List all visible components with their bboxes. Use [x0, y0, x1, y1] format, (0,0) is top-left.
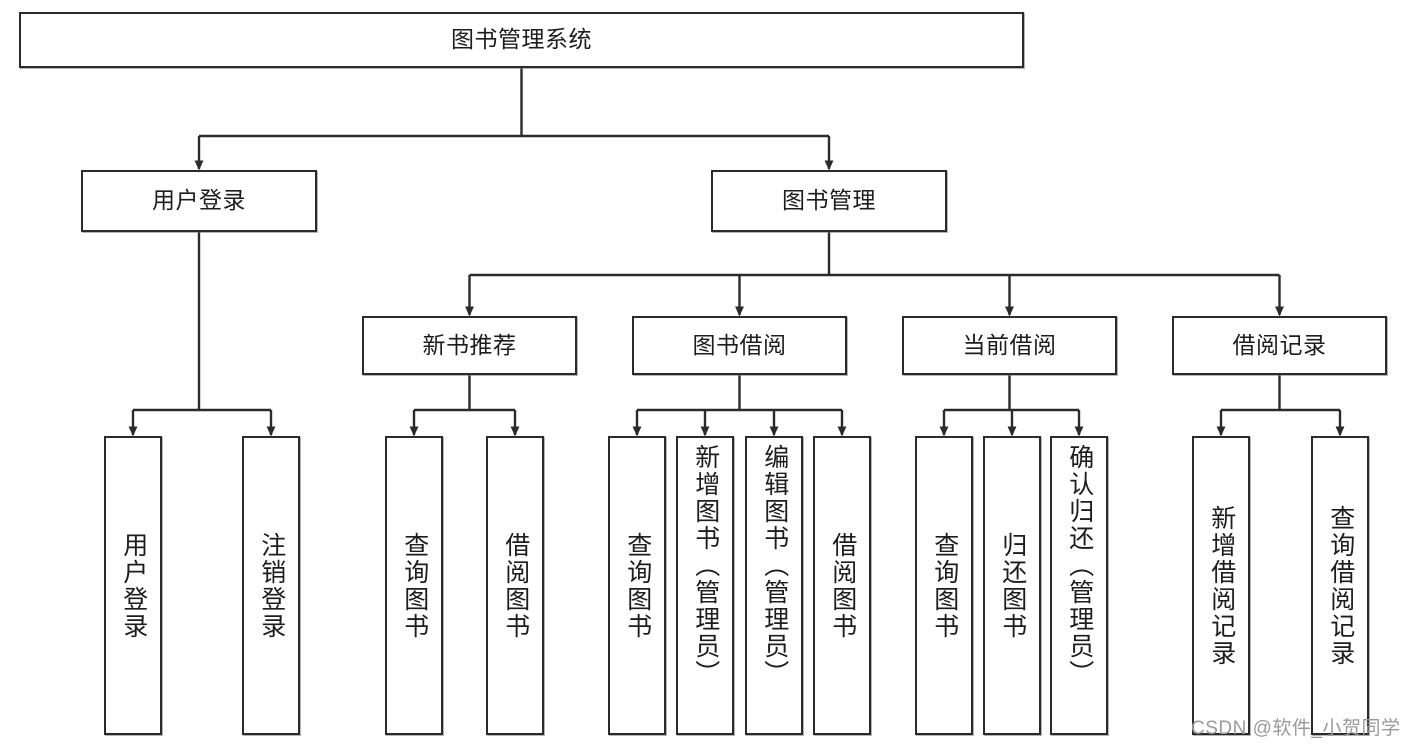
node-l1_0[interactable]: 用户登录 — [81, 170, 317, 232]
node-label: 新增图书（管理员） — [691, 444, 720, 687]
node-leaf_7[interactable]: 借阅图书 — [813, 436, 871, 735]
node-l2_0[interactable]: 新书推荐 — [362, 316, 577, 375]
node-label: 借阅图书 — [501, 531, 530, 640]
node-label: 图书借阅 — [692, 331, 787, 358]
node-label: 图书管理 — [782, 187, 876, 214]
node-label: 查询图书 — [623, 531, 652, 640]
node-label: 用户登录 — [119, 531, 148, 640]
node-label: 当前借阅 — [962, 331, 1057, 358]
node-label: 注销登录 — [257, 531, 286, 640]
csdn-watermark: CSDN @软件_小贺同学 — [1191, 718, 1401, 739]
node-leaf_1[interactable]: 注销登录 — [242, 436, 300, 735]
node-leaf_12[interactable]: 查询借阅记录 — [1311, 436, 1369, 735]
node-l2_3[interactable]: 借阅记录 — [1172, 316, 1387, 375]
node-l2_2[interactable]: 当前借阅 — [902, 316, 1117, 375]
node-leaf_8[interactable]: 查询图书 — [915, 436, 973, 735]
node-label: 借阅记录 — [1232, 331, 1327, 358]
node-leaf_6[interactable]: 编辑图书（管理员） — [745, 436, 803, 735]
node-label: 查询图书 — [400, 531, 429, 640]
node-label: 查询图书 — [930, 531, 959, 640]
node-label: 确认归还（管理员） — [1065, 444, 1094, 687]
node-leaf_11[interactable]: 新增借阅记录 — [1192, 436, 1250, 735]
node-label: 借阅图书 — [828, 531, 857, 640]
node-leaf_9[interactable]: 归还图书 — [983, 436, 1041, 735]
node-label: 用户登录 — [152, 187, 246, 214]
node-leaf_10[interactable]: 确认归还（管理员） — [1050, 436, 1108, 735]
node-leaf_3[interactable]: 借阅图书 — [486, 436, 544, 735]
node-label: 归还图书 — [998, 531, 1027, 640]
node-label: 新增借阅记录 — [1207, 504, 1236, 667]
node-leaf_0[interactable]: 用户登录 — [104, 436, 162, 735]
node-label: 编辑图书（管理员） — [760, 444, 789, 687]
node-label: 图书管理系统 — [451, 26, 592, 53]
node-l1_1[interactable]: 图书管理 — [711, 170, 947, 232]
node-label: 查询借阅记录 — [1326, 504, 1355, 667]
node-root[interactable]: 图书管理系统 — [19, 12, 1024, 68]
node-leaf_4[interactable]: 查询图书 — [608, 436, 666, 735]
node-l2_1[interactable]: 图书借阅 — [632, 316, 847, 375]
node-leaf_2[interactable]: 查询图书 — [385, 436, 443, 735]
node-label: 新书推荐 — [422, 331, 517, 358]
node-leaf_5[interactable]: 新增图书（管理员） — [676, 436, 734, 735]
